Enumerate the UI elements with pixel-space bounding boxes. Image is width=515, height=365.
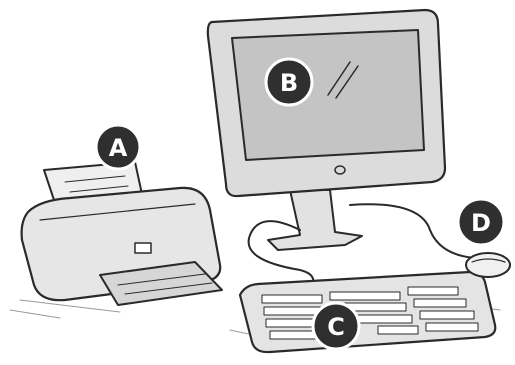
label-c-badge: C xyxy=(313,303,359,349)
mouse xyxy=(466,253,510,277)
label-d-badge: D xyxy=(458,199,504,245)
label-a-badge: A xyxy=(96,125,140,169)
printer-button xyxy=(135,243,151,253)
label-a: A xyxy=(109,134,128,162)
label-b: B xyxy=(280,69,298,97)
keyboard xyxy=(240,272,495,352)
mouse-cable xyxy=(350,204,475,258)
monitor-stand xyxy=(268,190,362,250)
printer xyxy=(22,162,222,305)
label-c: C xyxy=(327,313,345,341)
label-d: D xyxy=(471,209,491,237)
mouse-body xyxy=(466,253,510,277)
monitor xyxy=(208,10,445,250)
label-b-badge: B xyxy=(266,59,312,105)
